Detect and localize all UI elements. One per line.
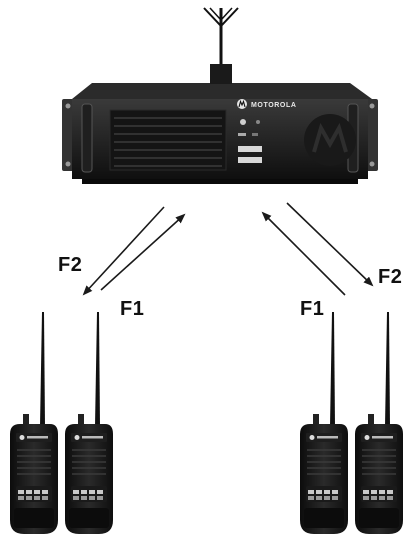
repeater-antenna (203, 7, 239, 64)
label-f1-left: F1 (120, 298, 145, 320)
radio-3 (299, 311, 349, 535)
repeater-grille (109, 109, 227, 171)
arrow-f1-left-uplink (100, 213, 186, 291)
arrow-f2-right-downlink (286, 202, 374, 287)
repeater-brand: MOTOROLA (251, 102, 297, 109)
radio-4 (354, 311, 404, 535)
link-arrows (82, 202, 374, 296)
label-f2-right: F2 (378, 266, 403, 288)
arrow-f2-left-downlink (82, 206, 165, 296)
arrow-f1-right-uplink (261, 211, 346, 296)
radio (10, 312, 58, 534)
label-f2-left: F2 (58, 254, 83, 276)
repeater-unit: MOTOROLA (62, 64, 378, 184)
label-f1-right: F1 (300, 298, 325, 320)
repeater-emblem-icon (304, 114, 356, 166)
motorola-logo-icon (237, 99, 247, 109)
repeater-controls (238, 119, 262, 163)
radio-2 (64, 311, 114, 535)
